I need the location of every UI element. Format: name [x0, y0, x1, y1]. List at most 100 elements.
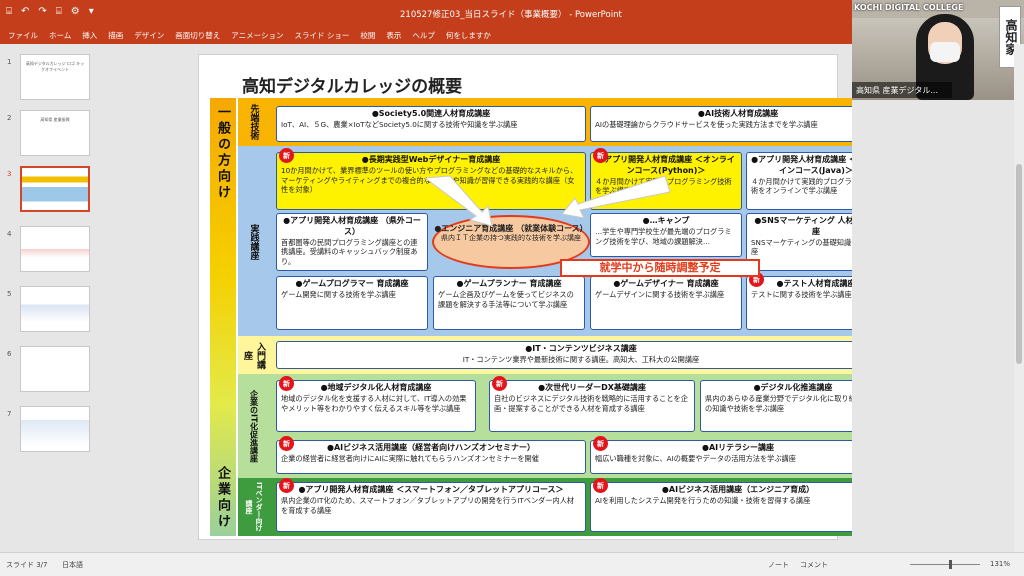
- thumb-number: 5: [7, 290, 12, 298]
- course-box[interactable]: ●ゲームプログラマー 育成講座ゲーム開発に関する技術を学ぶ講座: [276, 276, 428, 330]
- course-desc: 首都圏等の民間プログラミング講座との連携講座。受講料のキャッシュバック制度あり。: [281, 237, 418, 267]
- course-title: ●エンジニア育成講座 （就業体験コース）: [434, 224, 588, 233]
- company-audience-label: 企業向け: [215, 466, 230, 530]
- course-desc: 企業の経営者に経営者向けにAIに実際に触れてもらうハンズオンセミナーを開催: [281, 453, 539, 463]
- face-mask: [930, 42, 960, 62]
- tell-me-search[interactable]: 何をしますか: [445, 30, 491, 40]
- course-title: ●アプリ開発人材育成講座 ＜オンラインコース(Python)＞: [597, 155, 735, 175]
- tab-animations[interactable]: アニメーション: [231, 30, 284, 40]
- scrollbar-thumb[interactable]: [1016, 164, 1022, 364]
- vertical-scrollbar[interactable]: [1014, 44, 1024, 552]
- course-box[interactable]: ●次世代リーダーDX基礎講座自社のビジネスにデジタル技術を戦略的に活用することを…: [489, 380, 695, 432]
- course-desc: ゲーム企画及びゲームを使ってビジネスの課題を解決する手法等について学ぶ講座: [438, 289, 574, 309]
- course-box[interactable]: ●ゲームデザイナー 育成講座ゲームデザインに関する技術を学ぶ講座: [590, 276, 742, 330]
- status-bar: スライド 3/7 日本語 ノート コメント 131%: [0, 552, 1024, 576]
- course-box[interactable]: ●…キャンプ…学生や専門学校生が最先端のプログラミング技術を学び、地域の課題解決…: [590, 213, 742, 257]
- qat-dropdown-icon[interactable]: ▾: [88, 6, 94, 17]
- slide-thumbnail-pane: 1 高知デジタルカレッジ ロゴ キックオフイベント 2 高知県 産業振興 3 4…: [0, 44, 102, 552]
- course-desc: 県内企業のIT化のため、スマートフォン／タブレットアプリの開発を行うITベンダー…: [281, 495, 575, 515]
- course-box[interactable]: ●AIリテラシー講座幅広い職種を対象に、AIの概要やデータの活用方法を学ぶ講座: [590, 440, 886, 474]
- tab-home[interactable]: ホーム: [49, 30, 72, 40]
- course-title: ●ゲームプログラマー 育成講座: [295, 279, 409, 288]
- course-box[interactable]: ●アプリ開発人材育成講座 （県外コース）首都圏等の民間プログラミング講座との連携…: [276, 213, 428, 271]
- course-title: ●デジタル化推進講座: [753, 383, 833, 392]
- slide-thumbnail-selected[interactable]: [20, 166, 90, 212]
- course-desc: 県内のあらゆる産業分野でデジタル化に取り組むための知識や技術を学ぶ講座: [705, 393, 878, 413]
- tab-slideshow[interactable]: スライド ショー: [294, 30, 350, 40]
- course-box[interactable]: ●ゲームプランナー 育成講座ゲーム企画及びゲームを使ってビジネスの課題を解決する…: [433, 276, 585, 330]
- course-box[interactable]: ●AIビジネス活用講座（エンジニア育成）AIを利用したシステム開発を行うための知…: [590, 482, 886, 532]
- new-badge: 新: [279, 436, 294, 451]
- course-desc: IoT、AI、５G、農業×IoTなどSociety5.0に関する技術や知識を学ぶ…: [281, 119, 518, 129]
- tab-file[interactable]: ファイル: [8, 30, 38, 40]
- course-box[interactable]: ●AIビジネス活用講座（経営者向けハンズオンセミナー）企業の経営者に経営者向けに…: [276, 440, 586, 474]
- thumb-text: 高知県 産業振興: [40, 117, 70, 122]
- present-icon[interactable]: ⌸: [55, 6, 62, 17]
- slide-thumbnail[interactable]: [20, 346, 90, 392]
- category-vendor: ITベンダー向け講座: [245, 482, 263, 532]
- callout-arrows: [423, 175, 671, 227]
- category-kigyo: 企業のIT化促進講座: [249, 389, 259, 463]
- thumb-number: 4: [7, 230, 12, 238]
- tab-view[interactable]: 表示: [386, 30, 402, 40]
- tab-help[interactable]: ヘルプ: [412, 30, 435, 40]
- customize-icon[interactable]: ⚙: [70, 6, 80, 17]
- course-title: ●アプリ開発人材育成講座 ＜オンラインコース(Java)＞: [751, 155, 881, 175]
- redo-icon[interactable]: ↷: [38, 6, 47, 17]
- course-title: ●AIビジネス活用講座（経営者向けハンズオンセミナー）: [327, 443, 535, 452]
- course-title: ●SNSマーケティング 人材育成講座: [754, 216, 878, 236]
- thumb-number: 2: [7, 114, 12, 122]
- new-badge: 新: [593, 478, 608, 493]
- tab-insert[interactable]: 挿入: [82, 30, 98, 40]
- thumb-number: 6: [7, 350, 12, 358]
- undo-icon[interactable]: ↶: [21, 6, 30, 17]
- course-title: ●Society5.0関連人材育成講座: [371, 109, 491, 118]
- course-desc: テストに関する技術を学ぶ講座: [751, 289, 852, 299]
- zoom-slider[interactable]: [910, 564, 980, 565]
- new-badge: 新: [279, 376, 294, 391]
- course-desc: 県内ＩＴ企業の持つ実践的な技術を学ぶ講座: [441, 234, 581, 243]
- course-title: ●テスト人材育成講座: [776, 279, 856, 288]
- language-indicator[interactable]: 日本語: [62, 561, 83, 569]
- course-desc: 幅広い職種を対象に、AIの概要やデータの活用方法を学ぶ講座: [595, 453, 796, 463]
- tab-draw[interactable]: 描画: [108, 30, 124, 40]
- notes-button[interactable]: ノート: [768, 561, 789, 569]
- comments-button[interactable]: コメント: [800, 561, 828, 569]
- zoom-level[interactable]: 131%: [990, 560, 1011, 568]
- document-title: 210527修正03_当日スライド（事業概要） - PowerPoint: [400, 10, 622, 20]
- new-badge: 新: [279, 148, 294, 163]
- course-title: ●AIビジネス活用講座（エンジニア育成）: [661, 485, 815, 494]
- course-title: ●次世代リーダーDX基礎講座: [538, 383, 646, 392]
- slide-counter: スライド 3/7: [6, 561, 48, 569]
- title-bar: ⌸ ↶ ↷ ⌸ ⚙ ▾ 210527修正03_当日スライド（事業概要） - Po…: [0, 0, 852, 26]
- course-desc: SNSマーケティングの基礎知識を学ぶ講座: [751, 237, 880, 257]
- schedule-banner[interactable]: 就学中から随時調整予定: [560, 259, 760, 277]
- course-title: ●アプリ開発人材育成講座 ＜スマートフォン／タブレットアプリコース＞: [298, 485, 564, 494]
- slide-thumbnail[interactable]: [20, 406, 90, 452]
- course-desc: IT・コンテンツ業界や最新技術に関する講座。高知大、工科大の公開講座: [462, 354, 700, 364]
- course-desc: 自社のビジネスにデジタル技術を戦略的に活用することを企画・提案することができる人…: [494, 393, 688, 413]
- slide-title[interactable]: 高知デジタルカレッジの概要: [242, 77, 463, 97]
- slide-thumbnail[interactable]: 高知県 産業振興: [20, 110, 90, 156]
- slide-thumbnail[interactable]: 高知デジタルカレッジ ロゴ キックオフイベント: [20, 54, 90, 100]
- course-desc: …学生や専門学校生が最先端のプログラミング技術を学び、地域の課題解決…: [595, 226, 732, 246]
- course-box[interactable]: ●地域デジタル化人材育成講座地域のデジタル化を支援する人材に対して、IT導入の効…: [276, 380, 476, 432]
- course-desc: ゲームデザインに関する技術を学ぶ講座: [595, 289, 725, 299]
- thumb-number: 1: [7, 58, 12, 66]
- course-box[interactable]: ●アプリ開発人材育成講座 ＜スマートフォン／タブレットアプリコース＞県内企業のI…: [276, 482, 586, 532]
- tab-design[interactable]: デザイン: [134, 30, 165, 40]
- webcam-feed: 高知家 KOCHI DIGITAL COLLEGE 高知県 産業デジタル...: [852, 0, 1024, 100]
- thumb-number: 7: [7, 410, 12, 418]
- course-desc: 地域のデジタル化を支援する人材に対して、IT導入の効果やメリット等をわかりやすく…: [281, 393, 467, 413]
- slide-thumbnail[interactable]: [20, 286, 90, 332]
- slide-thumbnail[interactable]: [20, 226, 90, 272]
- tab-transitions[interactable]: 画面切り替え: [175, 30, 221, 40]
- course-title: ●ゲームプランナー 育成講座: [456, 279, 562, 288]
- zoom-slider-knob[interactable]: [949, 560, 952, 569]
- course-title: ●…キャンプ: [642, 216, 690, 225]
- save-icon[interactable]: ⌸: [6, 6, 12, 17]
- tab-review[interactable]: 校閲: [360, 30, 376, 40]
